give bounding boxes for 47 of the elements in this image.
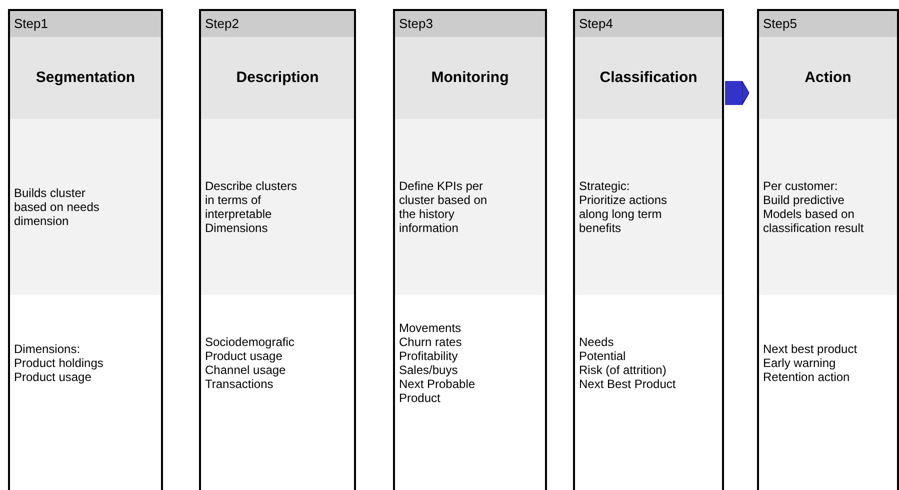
step-column	[393, 9, 547, 490]
description-band	[759, 119, 897, 295]
step-title: Monitoring	[395, 37, 545, 119]
step-title: Description	[201, 37, 354, 119]
step-title: Segmentation	[10, 37, 161, 119]
step-column	[199, 9, 356, 490]
description-band	[10, 119, 161, 295]
description-band	[201, 119, 354, 295]
step-column	[573, 9, 724, 490]
step-header: Step4	[575, 11, 722, 37]
step-title: Action	[759, 37, 897, 119]
list-item: Retention action	[763, 370, 851, 384]
list-item: Next Probable Product	[399, 376, 476, 404]
list-item: Channel usage	[205, 362, 287, 376]
list-item: Sociodemografic	[205, 334, 296, 348]
list-item: Product holdings	[14, 356, 104, 370]
list-item: Profitability	[399, 348, 459, 362]
description-text: Build predictive Models based on classification result	[763, 193, 865, 235]
description-band	[575, 119, 722, 295]
list-item: Needs	[579, 334, 615, 348]
list-item: Potential	[579, 348, 627, 362]
list-item: Next Best Product	[579, 376, 677, 390]
step-column	[757, 9, 899, 490]
list-item: Next best product	[763, 342, 858, 356]
list-item: Movements	[399, 320, 462, 334]
description-text: Define KPIs per cluster based on the history information	[399, 179, 488, 235]
description-text: Strategic:	[579, 179, 631, 193]
arrow	[725, 80, 750, 106]
description-text: Per customer:	[763, 179, 839, 193]
description-band	[395, 119, 545, 295]
list-item: Dimensions:	[14, 342, 82, 356]
list-item: Product usage	[205, 348, 284, 362]
list-item: Risk (of attrition)	[579, 362, 668, 376]
list-item: Early warning	[763, 356, 837, 370]
step-header: Step1	[10, 11, 161, 37]
step-title: Classification	[575, 37, 722, 119]
description-text: Describe clusters in terms of interpretable Dimensions	[205, 179, 298, 235]
step-header: Step3	[395, 11, 545, 37]
list-item: Sales/buys	[399, 362, 459, 376]
step-header: Step2	[201, 11, 354, 37]
list-item: Product usage	[14, 370, 92, 384]
list-item: Churn rates	[399, 334, 463, 348]
step-column	[8, 9, 163, 490]
description-text: Builds cluster based on needs dimension	[14, 186, 100, 228]
description-text: Prioritize actions along long term benefits	[579, 193, 668, 235]
list-item: Transactions	[205, 376, 274, 390]
step-header: Step5	[759, 11, 897, 37]
